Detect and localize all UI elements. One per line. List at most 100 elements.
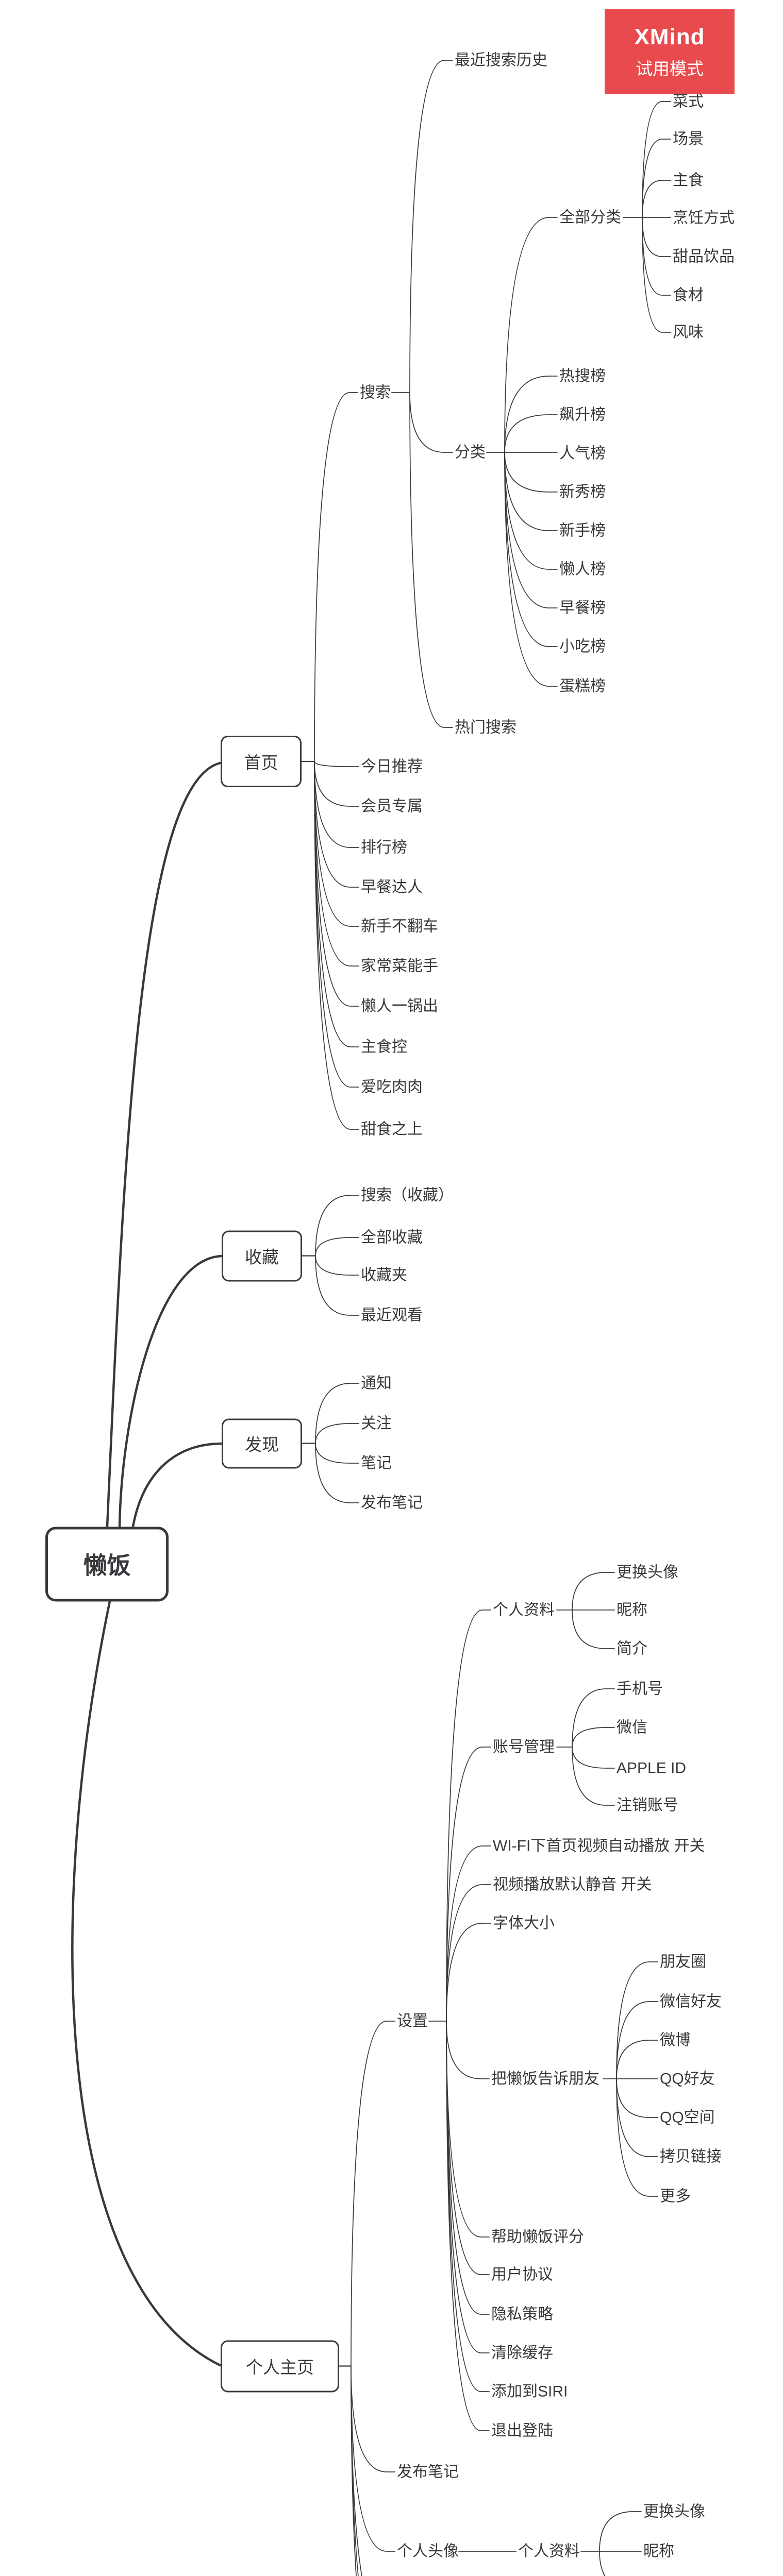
connector: [315, 1255, 359, 1276]
topic-weibo[interactable]: 微博: [660, 2031, 691, 2049]
topic-rank-newcomer[interactable]: 新秀榜: [559, 483, 606, 501]
connector: [106, 761, 222, 1528]
topic-rate-app[interactable]: 帮助懒饭评分: [491, 2228, 584, 2246]
connector: [314, 761, 359, 767]
topic-flavor[interactable]: 风味: [673, 324, 704, 341]
connector: [446, 1923, 491, 2022]
topic-mute-default[interactable]: 视频播放默认静音 开关: [493, 1876, 652, 1893]
topic-add-to-siri[interactable]: 添加到SIRI: [491, 2383, 568, 2400]
topic-rank-rise[interactable]: 飙升榜: [559, 406, 606, 423]
topic-fav-all[interactable]: 全部收藏: [361, 1229, 423, 1246]
topic-staple-lover[interactable]: 主食控: [361, 1038, 407, 1056]
topic-settings[interactable]: 设置: [397, 2012, 428, 2030]
topic-favorites[interactable]: 收藏: [222, 1230, 302, 1281]
topic-font-size[interactable]: 字体大小: [493, 1914, 555, 1932]
topic-bio[interactable]: 简介: [617, 1640, 647, 1657]
topic-change-avatar-2[interactable]: 更换头像: [643, 2503, 705, 2520]
connector: [315, 1443, 359, 1464]
connector: [572, 1747, 615, 1769]
topic-recent-history[interactable]: 最近搜索历史: [455, 52, 547, 69]
topic-delete-account[interactable]: 注销账号: [617, 1797, 678, 1814]
connector: [642, 217, 671, 333]
topic-search[interactable]: 搜索: [360, 384, 391, 401]
topic-today-rec[interactable]: 今日推荐: [361, 758, 423, 775]
topic-profile-info-2[interactable]: 个人资料: [518, 2543, 580, 2560]
topic-cooking-method[interactable]: 烹饪方式: [673, 209, 735, 227]
connector: [315, 1195, 359, 1257]
topic-notes[interactable]: 笔记: [361, 1454, 392, 1472]
topic-hot-search[interactable]: 热门搜索: [455, 719, 517, 736]
topic-ingredients[interactable]: 食材: [673, 286, 704, 304]
topic-tell-friends[interactable]: 把懒饭告诉朋友: [491, 2070, 599, 2088]
connector: [315, 1237, 359, 1257]
topic-staple[interactable]: 主食: [673, 172, 704, 189]
topic-copy-link[interactable]: 拷贝链接: [660, 2148, 722, 2165]
connector: [315, 1383, 359, 1444]
topic-category[interactable]: 分类: [455, 444, 486, 461]
topic-home[interactable]: 首页: [221, 736, 302, 787]
topic-novice-safe[interactable]: 新手不翻车: [361, 918, 438, 935]
topic-phone[interactable]: 手机号: [617, 1680, 663, 1698]
topic-clear-cache[interactable]: 清除缓存: [491, 2344, 553, 2362]
topic-publish-note-2[interactable]: 发布笔记: [397, 2463, 459, 2481]
topic-dessert-drinks[interactable]: 甜品饮品: [673, 248, 735, 265]
topic-wifi-autoplay[interactable]: WI-FI下首页视频自动播放 开关: [493, 1837, 705, 1855]
topic-lazy-one-pot[interactable]: 懒人一锅出: [361, 997, 438, 1015]
topic-qzone[interactable]: QQ空间: [660, 2109, 715, 2126]
topic-profile[interactable]: 个人主页: [221, 2340, 339, 2392]
connector: [409, 392, 453, 453]
topic-cuisine[interactable]: 菜式: [673, 93, 704, 110]
topic-nickname[interactable]: 昵称: [617, 1601, 647, 1619]
connector: [504, 452, 558, 570]
connector: [572, 1609, 615, 1649]
connector: [616, 2001, 658, 2079]
topic-fav-recent[interactable]: 最近观看: [361, 1307, 423, 1324]
topic-apple-id[interactable]: APPLE ID: [617, 1759, 687, 1777]
topic-qq-friends[interactable]: QQ好友: [660, 2070, 715, 2088]
topic-rank-cake[interactable]: 蛋糕榜: [559, 677, 606, 695]
topic-member-exclusive[interactable]: 会员专属: [361, 798, 423, 815]
connector: [351, 2365, 357, 2576]
connector: [351, 2365, 395, 2472]
topic-all-categories[interactable]: 全部分类: [559, 209, 621, 226]
topic-notifications[interactable]: 通知: [361, 1375, 392, 1392]
topic-logout[interactable]: 退出登陆: [491, 2422, 553, 2439]
topic-discover[interactable]: 发现: [222, 1418, 302, 1468]
topic-privacy-policy[interactable]: 隐私策略: [491, 2306, 553, 2323]
topic-sweet-top[interactable]: 甜食之上: [361, 1121, 423, 1138]
connector: [446, 1747, 491, 2022]
connector: [572, 1688, 615, 1748]
topic-avatar[interactable]: 个人头像: [397, 2543, 459, 2560]
connector: [504, 452, 558, 493]
connector: [616, 2040, 658, 2079]
topic-meat-lover[interactable]: 爱吃肉肉: [361, 1078, 423, 1096]
topic-root[interactable]: 懒饭: [45, 1527, 169, 1601]
topic-wechat-friends[interactable]: 微信好友: [660, 1993, 722, 2010]
topic-wechat[interactable]: 微信: [617, 1719, 647, 1736]
topic-scene[interactable]: 场景: [673, 130, 704, 148]
topic-fav-search[interactable]: 搜索（收藏）: [361, 1187, 454, 1204]
topic-breakfast-talent[interactable]: 早餐达人: [361, 878, 423, 896]
connector: [446, 1609, 491, 2022]
topic-rank-lazy[interactable]: 懒人榜: [559, 561, 606, 578]
topic-rank-breakfast[interactable]: 早餐榜: [559, 599, 606, 617]
topic-profile-info[interactable]: 个人资料: [493, 1601, 555, 1619]
topic-nickname-2[interactable]: 昵称: [643, 2543, 674, 2560]
connector: [572, 1572, 615, 1611]
topic-user-agreement[interactable]: 用户协议: [491, 2266, 553, 2283]
topic-rank-hot[interactable]: 热搜榜: [559, 367, 606, 385]
topic-fav-folder[interactable]: 收藏夹: [361, 1266, 407, 1284]
topic-follow[interactable]: 关注: [361, 1415, 392, 1432]
topic-publish-note[interactable]: 发布笔记: [361, 1494, 423, 1512]
topic-rank-pop[interactable]: 人气榜: [559, 445, 606, 462]
topic-home-cook-master[interactable]: 家常菜能手: [361, 957, 438, 975]
topic-moments[interactable]: 朋友圈: [660, 1953, 706, 1971]
topic-more[interactable]: 更多: [660, 2188, 691, 2205]
topic-account[interactable]: 账号管理: [493, 1738, 555, 1756]
connector: [314, 761, 359, 1007]
topic-ranking[interactable]: 排行榜: [361, 839, 407, 856]
topic-change-avatar[interactable]: 更换头像: [617, 1564, 678, 1581]
topic-rank-novice[interactable]: 新手榜: [559, 522, 606, 539]
topic-rank-snack[interactable]: 小吃榜: [559, 638, 606, 655]
